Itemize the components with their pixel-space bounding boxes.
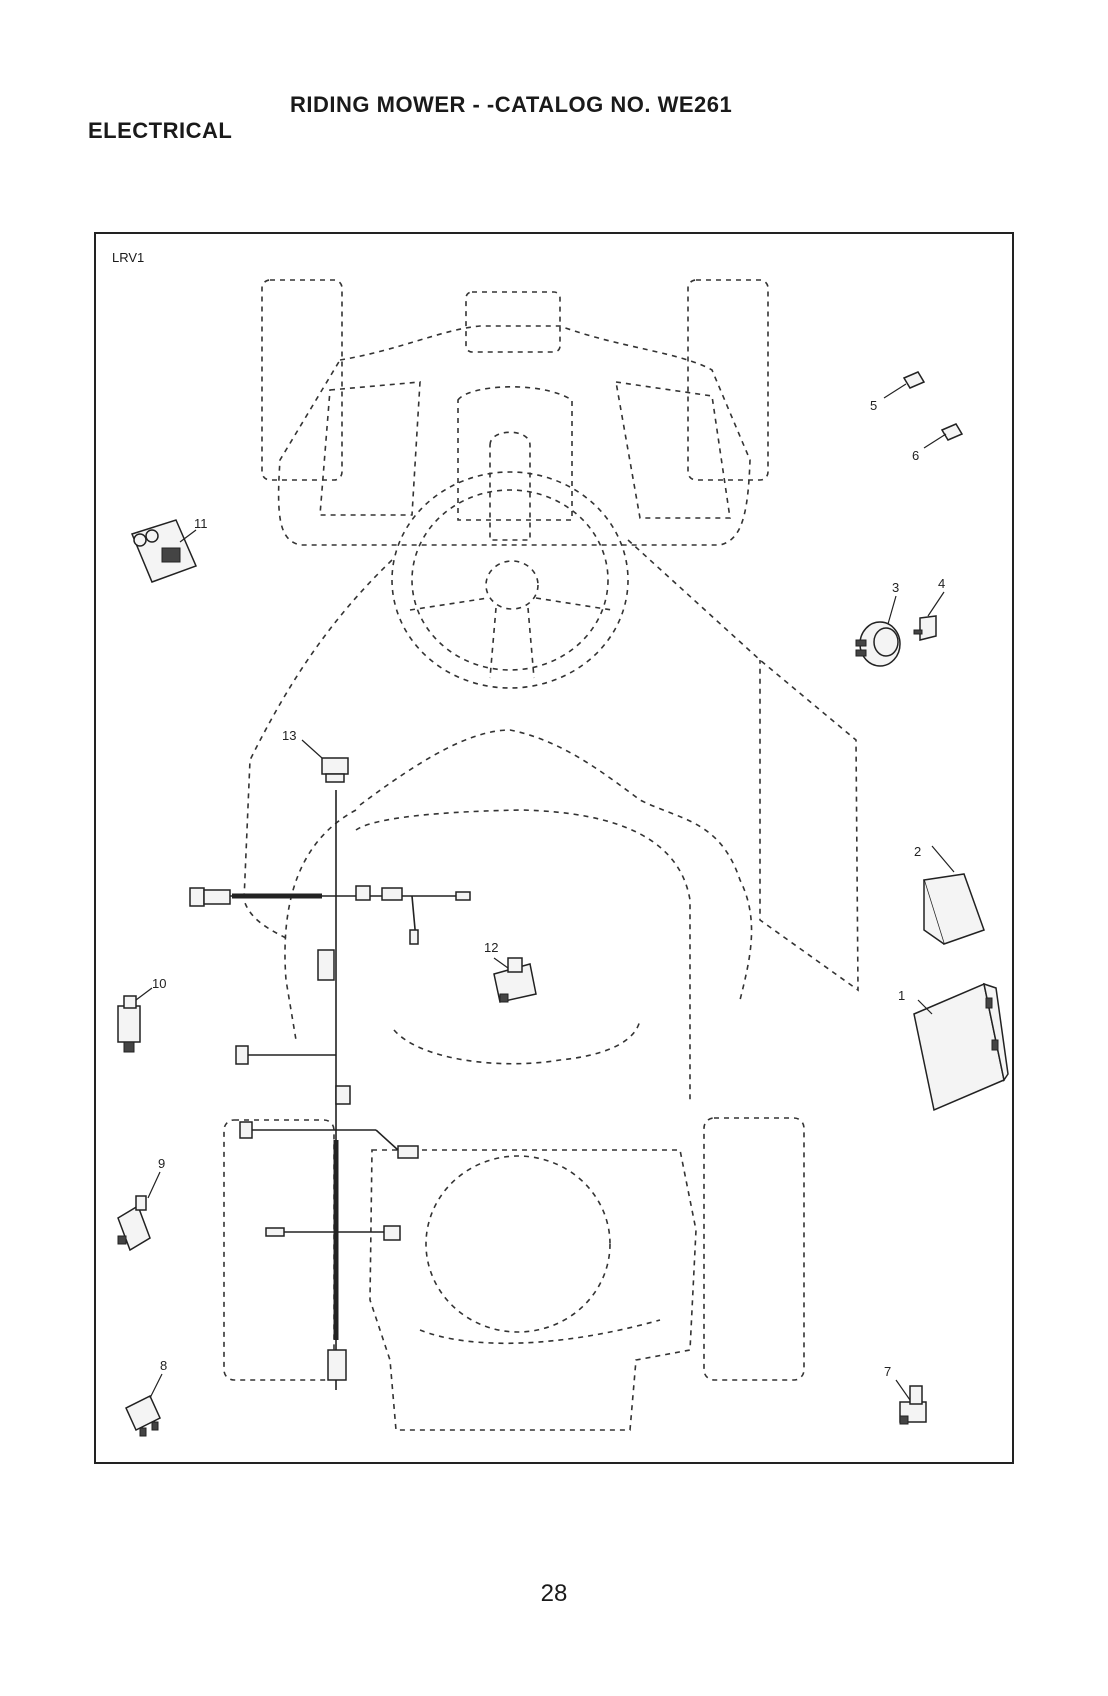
callout-3: 3	[892, 580, 899, 595]
fuse-5-part	[904, 372, 924, 388]
callout-8: 8	[160, 1358, 167, 1373]
ignition-switch-part	[856, 622, 900, 666]
switch-12-part	[494, 958, 536, 1002]
battery-part	[914, 984, 1008, 1110]
callout-2: 2	[914, 844, 921, 859]
mower-outline	[224, 280, 858, 1430]
module-11-part	[132, 520, 196, 582]
switch-10-part	[118, 996, 140, 1052]
page-number: 28	[0, 1580, 1108, 1608]
callout-1: 1	[898, 988, 905, 1003]
callout-6: 6	[912, 448, 919, 463]
callout-12: 12	[484, 940, 498, 955]
battery-cover-part	[924, 874, 984, 944]
callout-13: 13	[282, 728, 296, 743]
callout-10: 10	[152, 976, 166, 991]
callout-4: 4	[938, 576, 945, 591]
fuse-6-part	[942, 424, 962, 440]
ignition-key-part	[914, 616, 936, 640]
callout-11: 11	[194, 516, 208, 531]
callout-7: 7	[884, 1364, 891, 1379]
connector-13-part	[322, 758, 348, 782]
leader-lines	[136, 384, 954, 1400]
relay-8-part	[126, 1396, 160, 1436]
switch-9-part	[118, 1196, 150, 1250]
wiring-harness	[190, 790, 470, 1390]
callout-9: 9	[158, 1156, 165, 1171]
callout-5: 5	[870, 398, 877, 413]
